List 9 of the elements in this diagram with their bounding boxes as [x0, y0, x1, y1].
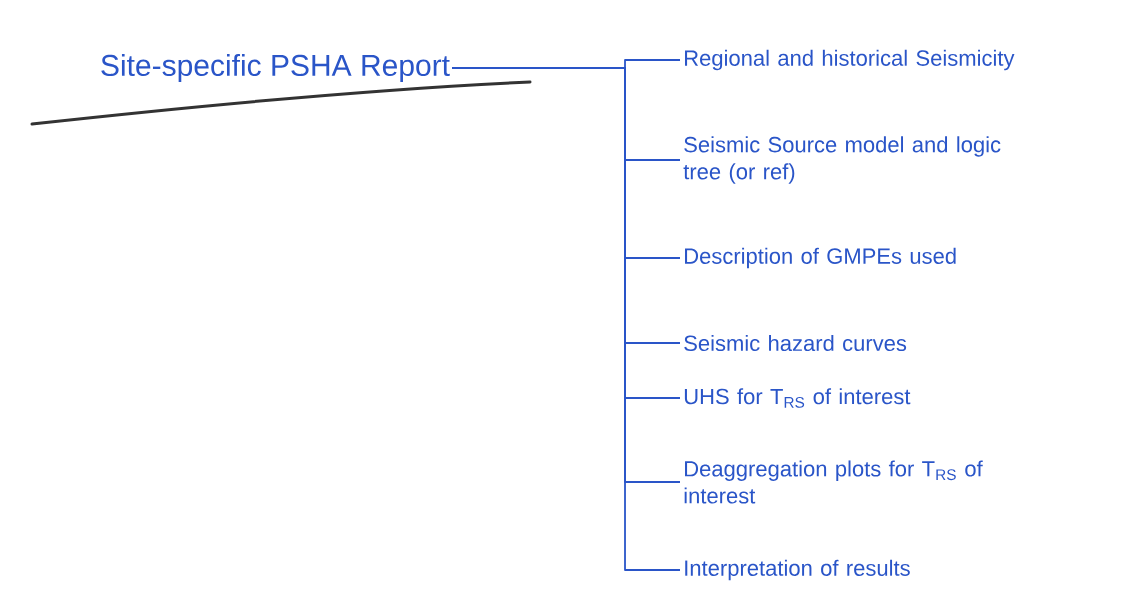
item-text: Seismic hazard curves — [684, 334, 907, 352]
title: Site-specific PSHA Report — [101, 54, 450, 82]
item-text: Interpretation of results — [685, 559, 910, 581]
item-text: Regional and historical Seismicity — [685, 49, 1015, 71]
item-text: Description of GMPEs used — [685, 247, 956, 269]
item-text: Deaggregation plots for T$_{RS}$ of interest — [684, 460, 983, 504]
item-text: UHS for T$_{RS}$ of interest — [684, 388, 911, 408]
connector-line — [451, 67, 681, 571]
item-text: Seismic Source model and logic tree (or ref) — [683, 136, 1001, 184]
